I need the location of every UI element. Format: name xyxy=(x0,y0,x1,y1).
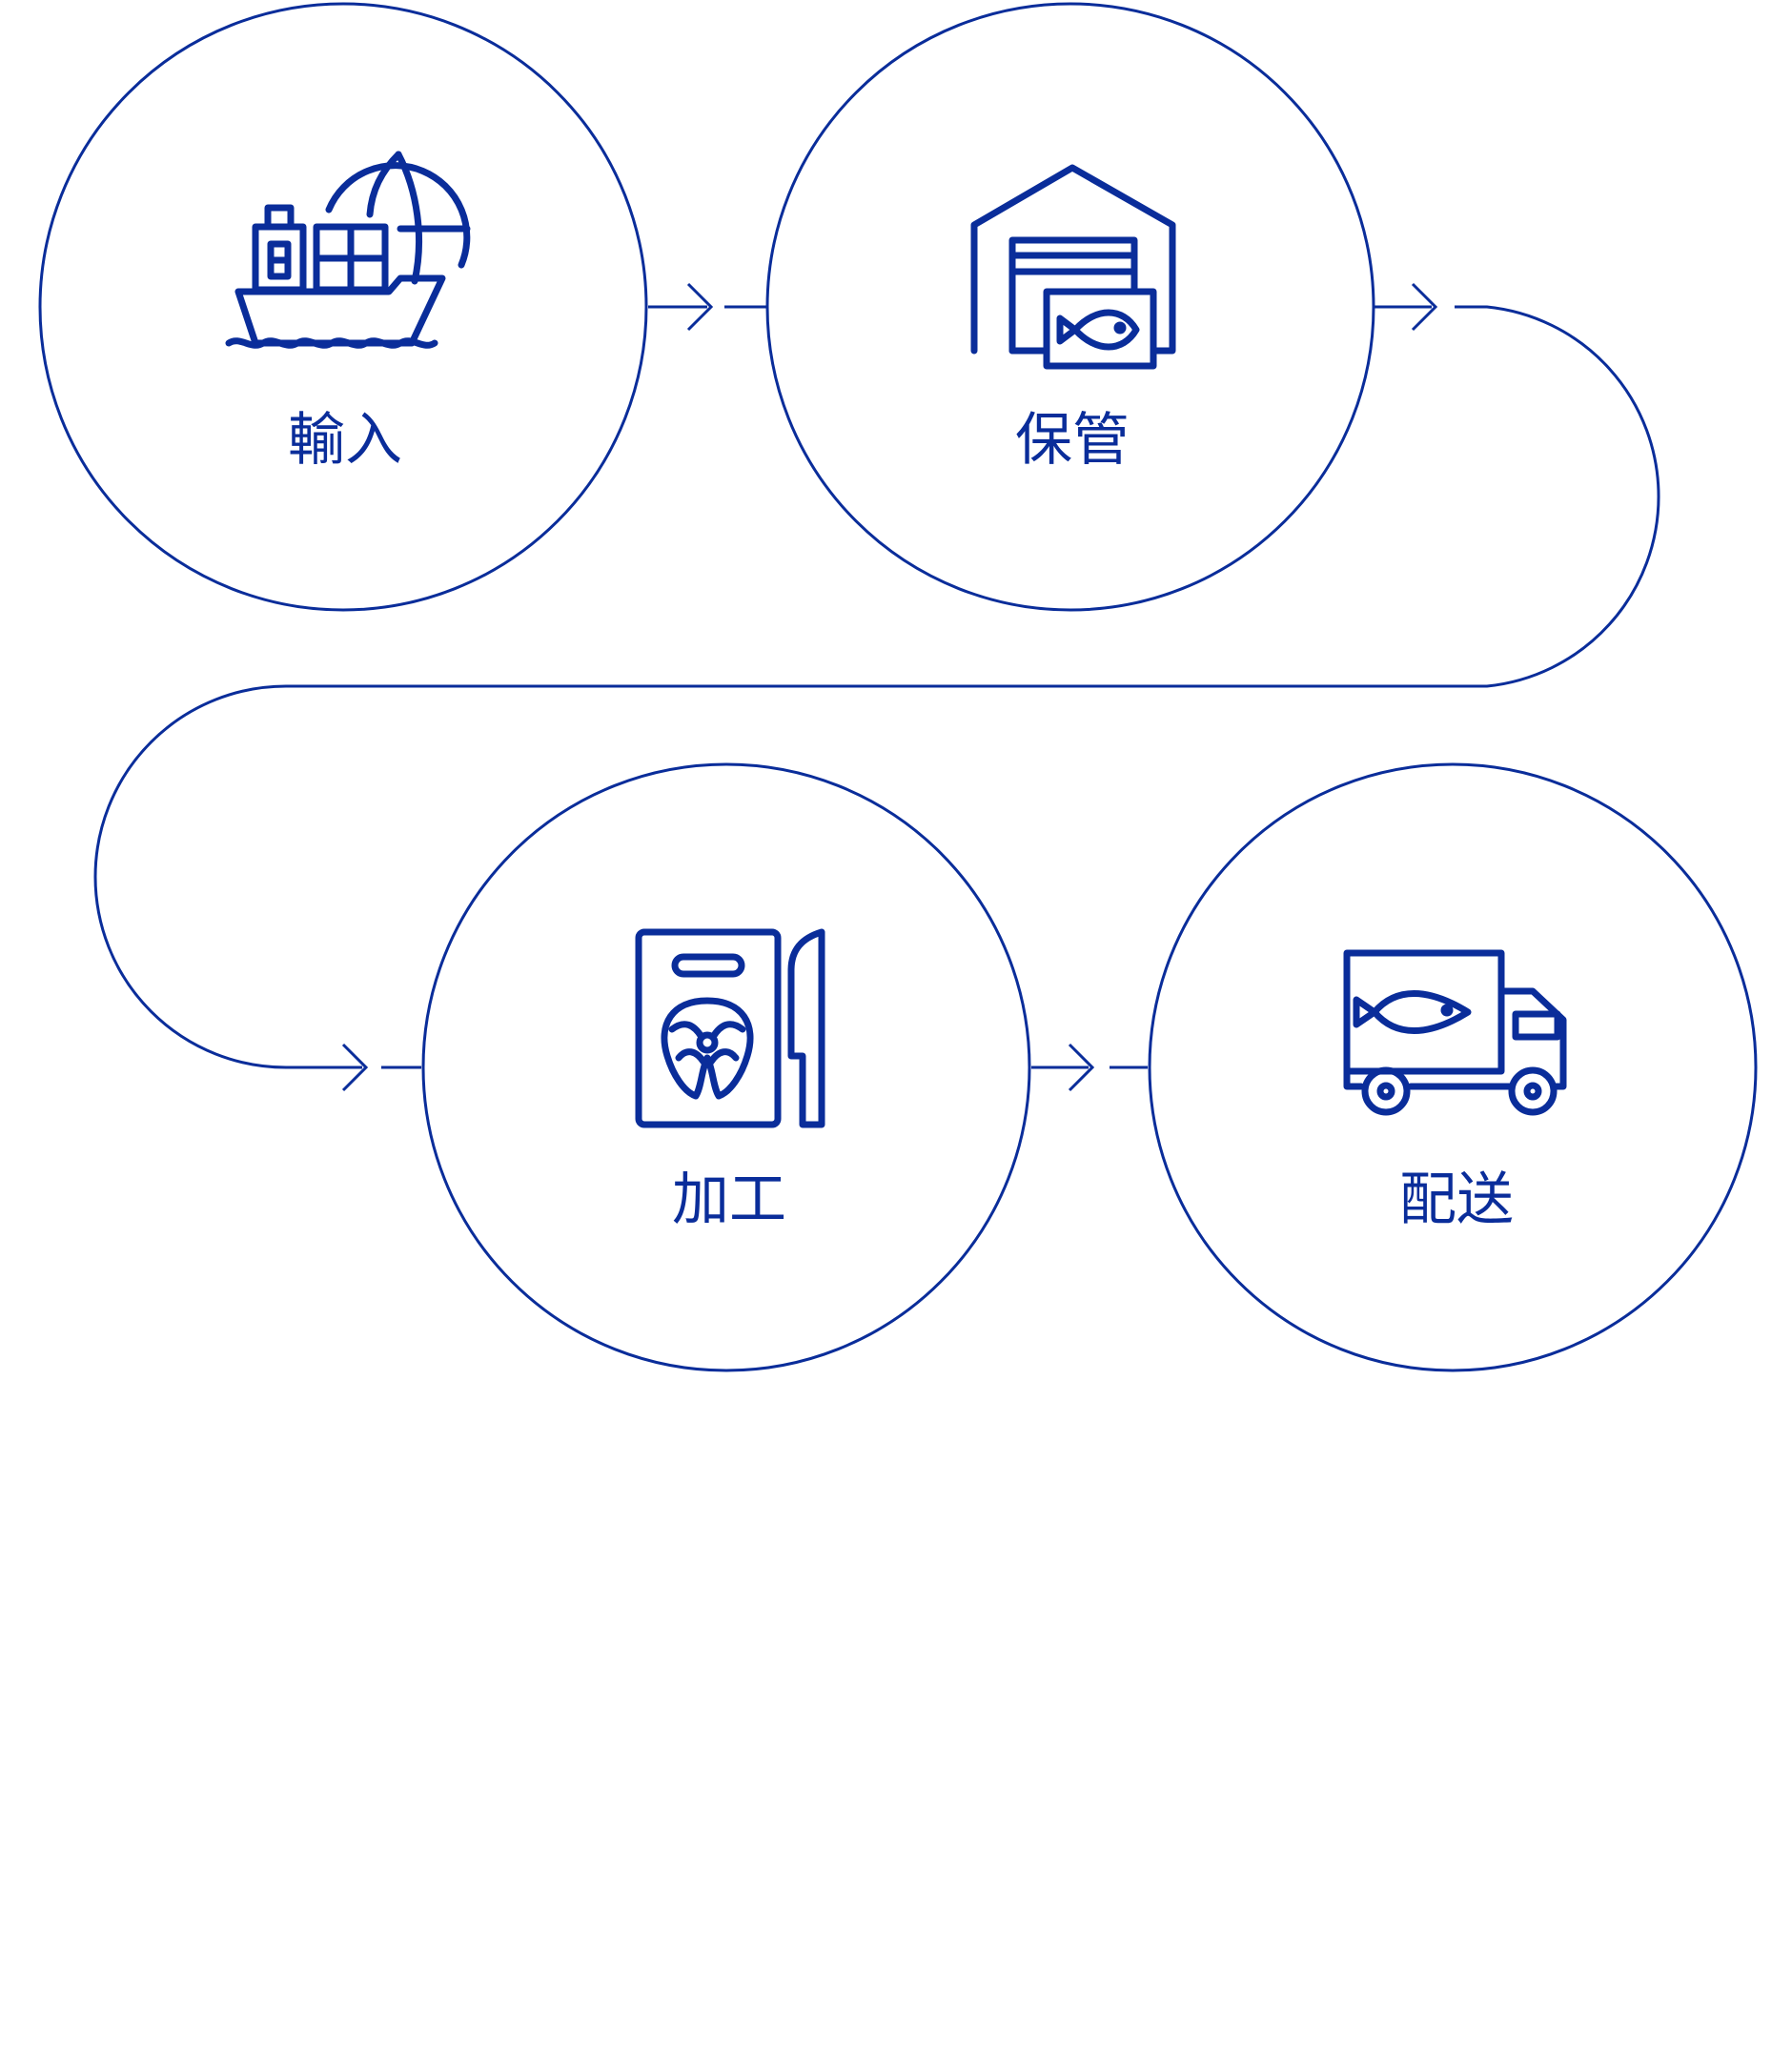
warehouse-fish-icon xyxy=(970,164,1176,370)
cutting-board-knife-icon xyxy=(635,928,825,1128)
step-label-processing: 加工 xyxy=(672,1167,786,1233)
step-circle-delivery xyxy=(1148,762,1758,1372)
step-circle-processing xyxy=(421,762,1031,1372)
step-label-import: 輸入 xyxy=(288,407,402,474)
cargo-ship-globe-icon xyxy=(225,151,471,349)
connector-processing-to-delivery xyxy=(1031,1043,1148,1092)
connectors xyxy=(93,282,1660,1092)
delivery-truck-fish-icon xyxy=(1343,949,1567,1116)
step-label-delivery: 配送 xyxy=(1399,1167,1514,1233)
connector-import-to-storage xyxy=(648,282,766,332)
step-label-storage: 保管 xyxy=(1015,407,1130,474)
step-circle-storage xyxy=(765,2,1375,612)
connector-storage-to-processing xyxy=(93,282,1660,1092)
step-circle-import xyxy=(38,2,648,612)
